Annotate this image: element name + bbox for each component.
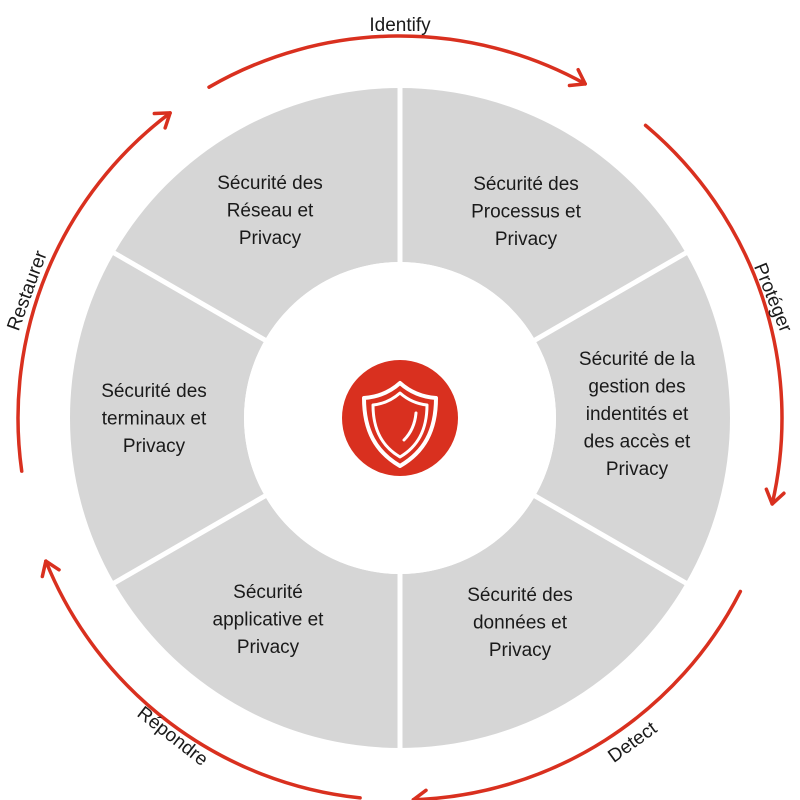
shield-icon xyxy=(342,360,458,476)
phase-arc-proteger xyxy=(643,123,784,506)
segment-label-line: Privacy xyxy=(606,459,669,480)
segment-label-line: Privacy xyxy=(489,640,552,661)
segment-applicative xyxy=(114,496,401,748)
segment-label-donnees: Sécurité des données et Privacy xyxy=(467,585,573,661)
segment-reseau xyxy=(114,88,401,340)
segment-separator xyxy=(111,249,268,344)
arrowhead-icon xyxy=(152,111,172,130)
segment-label-applicative: Sécurité applicative et Privacy xyxy=(213,582,325,658)
phase-arc-repondre xyxy=(44,559,362,800)
segment-label-line: Privacy xyxy=(123,436,186,457)
segment-terminaux xyxy=(69,253,265,583)
segment-label-line: Privacy xyxy=(239,228,302,249)
phase-label-proteger: Protéger xyxy=(749,260,796,336)
phase-arc-identify xyxy=(207,34,587,89)
segment-separator xyxy=(532,249,689,344)
phase-arc-restaurer xyxy=(16,111,172,473)
segment-label-line: données et xyxy=(473,613,568,634)
segment-label-line: Réseau et xyxy=(227,201,314,222)
ring-separators xyxy=(111,86,689,750)
phase-label-restaurer: Restaurer xyxy=(3,247,51,333)
arrowhead-icon xyxy=(764,487,786,506)
segment-processus xyxy=(400,88,686,340)
security-domains-ring xyxy=(69,88,731,748)
segment-label-line: Privacy xyxy=(495,229,558,250)
segment-label-line: terminaux et xyxy=(102,409,207,430)
segment-label-line: applicative et xyxy=(213,610,325,631)
segment-identites xyxy=(535,253,731,583)
segment-label-line: indentités et xyxy=(586,404,689,425)
segment-separator xyxy=(532,492,689,587)
segment-label-line: Sécurité xyxy=(233,582,303,603)
segment-label-line: des accès et xyxy=(584,432,691,453)
shield-icon-badge xyxy=(342,360,458,476)
segment-label-line: gestion des xyxy=(588,377,685,398)
segment-label-line: Sécurité des xyxy=(467,585,573,606)
shield-inner-outline xyxy=(371,391,429,459)
segment-label-identites: Sécurité de la gestion des indentités et de… xyxy=(579,349,696,480)
phase-arc-detect xyxy=(411,589,743,800)
arrowhead-icon xyxy=(40,559,61,579)
shield-highlight xyxy=(402,411,418,442)
segment-separator xyxy=(111,492,268,587)
segment-label-line: Sécurité des xyxy=(101,381,207,402)
phase-label-identify: Identify xyxy=(369,15,431,36)
segment-label-line: Privacy xyxy=(237,637,300,658)
segment-label-line: Processus et xyxy=(471,202,582,223)
phase-label-repondre: Répondre xyxy=(133,703,212,771)
phase-label-detect: Detect xyxy=(604,718,661,768)
segment-label-line: Sécurité des xyxy=(473,174,579,195)
segment-label-line: Sécurité de la xyxy=(579,349,696,370)
segment-label-terminaux: Sécurité des terminaux et Privacy xyxy=(101,381,207,457)
segment-label-line: Sécurité des xyxy=(217,173,323,194)
segment-donnees xyxy=(400,496,686,748)
shield-outline xyxy=(362,381,438,468)
arrowhead-icon xyxy=(567,67,587,88)
